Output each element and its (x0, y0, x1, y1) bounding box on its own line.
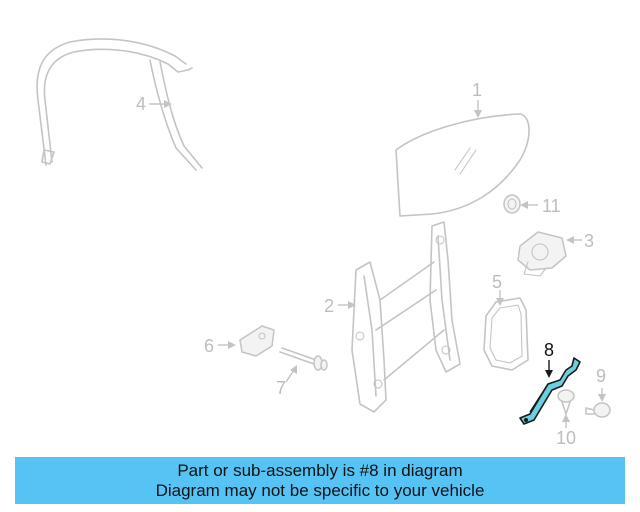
part-1-door-glass (395, 113, 530, 217)
callout-3: 3 (566, 231, 594, 251)
svg-text:2: 2 (324, 296, 334, 316)
part-6-bracket (239, 325, 275, 357)
part-9-push-pin (585, 402, 611, 418)
info-banner: Part or sub-assembly is #8 in diagram Di… (15, 457, 625, 504)
svg-text:10: 10 (556, 428, 576, 448)
banner-line-1: Part or sub-assembly is #8 in diagram (177, 461, 463, 480)
callout-7: 7 (276, 365, 297, 398)
svg-text:8: 8 (544, 340, 554, 360)
banner-line-2: Diagram may not be specific to your vehi… (155, 481, 485, 500)
callout-5: 5 (492, 272, 504, 306)
svg-text:7: 7 (276, 378, 286, 398)
part-5-access-cover (483, 297, 529, 371)
part-10-clip (557, 389, 575, 415)
callout-2: 2 (324, 296, 356, 316)
callout-11: 11 (520, 196, 561, 216)
callout-10: 10 (556, 414, 576, 448)
part-7-bolt (279, 347, 328, 371)
svg-text:9: 9 (596, 366, 606, 386)
part-8-highlighted (519, 357, 581, 425)
callout-6: 6 (204, 336, 236, 356)
svg-text:5: 5 (492, 272, 502, 292)
part-4-door-seal (36, 38, 203, 171)
part-2-window-regulator (351, 221, 461, 413)
part-11-grommet (503, 194, 521, 214)
parts-diagram: 4 1 11 3 (36, 38, 611, 448)
svg-text:1: 1 (472, 80, 482, 100)
part-3-window-motor (517, 231, 567, 277)
callout-9: 9 (596, 366, 606, 402)
svg-text:3: 3 (584, 231, 594, 251)
svg-text:11: 11 (542, 196, 561, 216)
callout-4: 4 (136, 94, 172, 114)
svg-text:6: 6 (204, 336, 214, 356)
callout-1: 1 (472, 80, 482, 118)
callout-8: 8 (544, 340, 554, 378)
svg-text:4: 4 (136, 94, 146, 114)
